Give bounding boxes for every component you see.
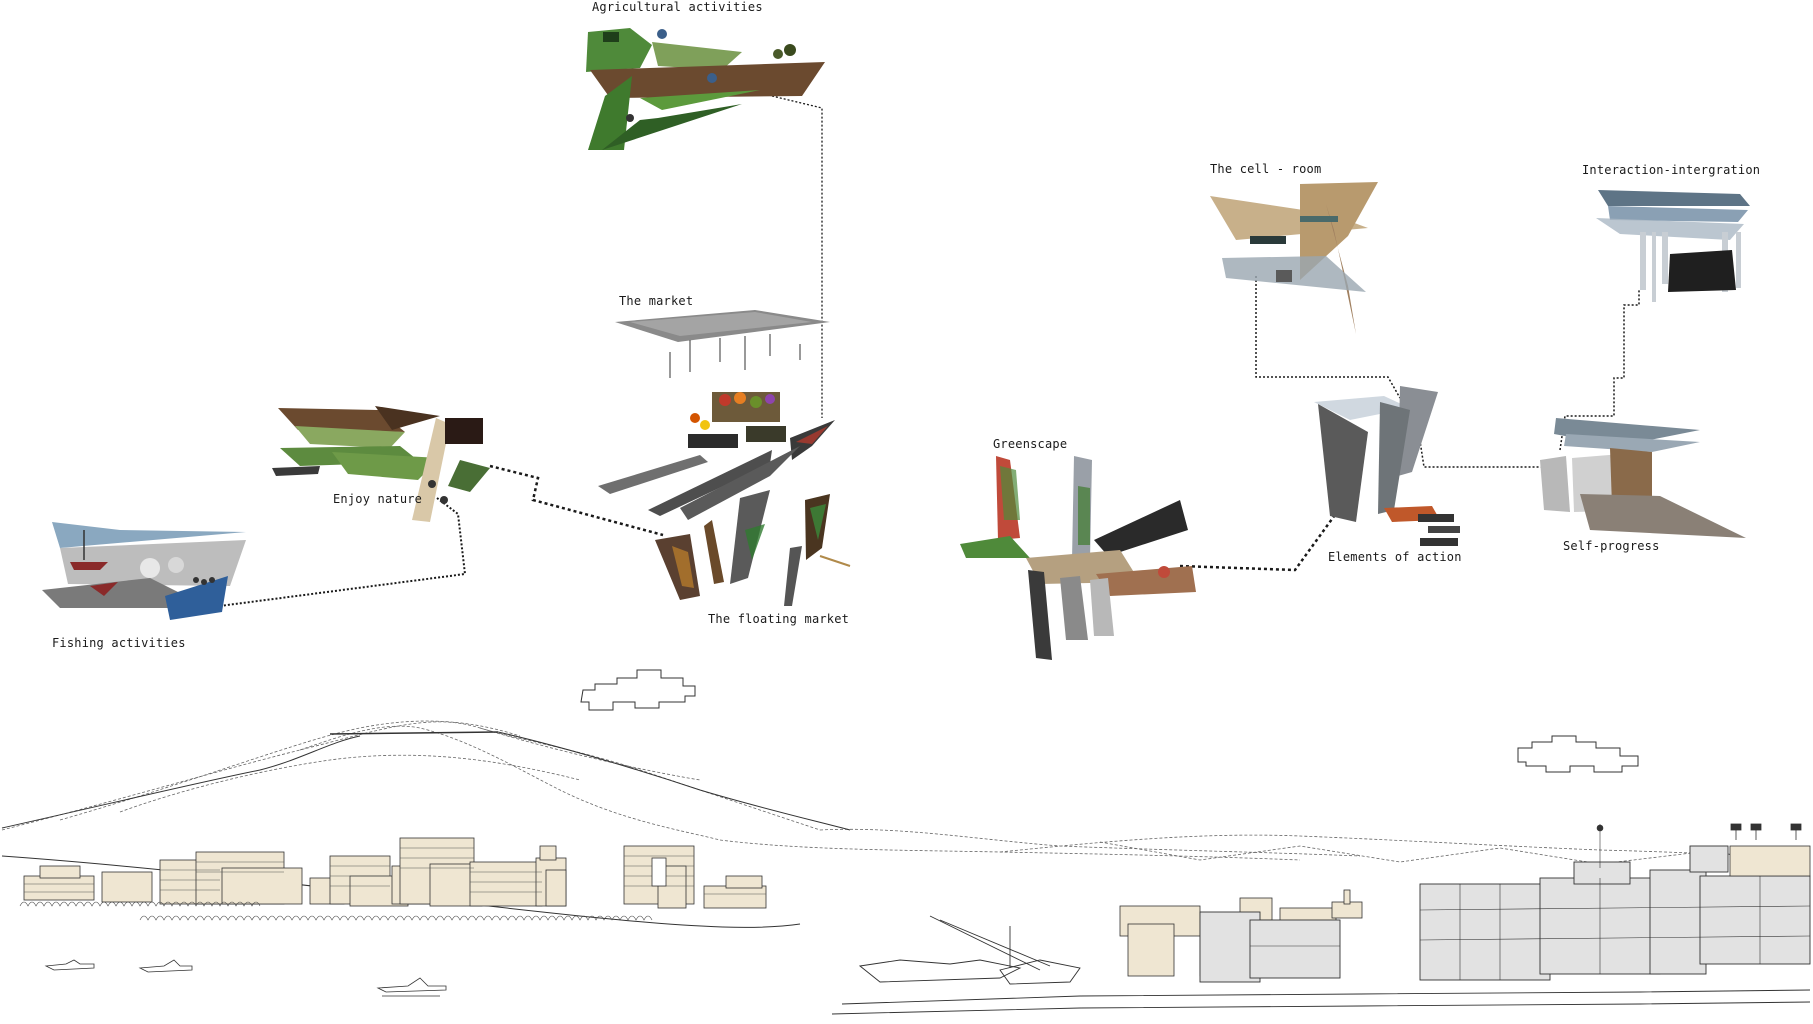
- town-left: [23, 837, 767, 909]
- label-market: The market: [619, 294, 693, 308]
- seaplanes: [44, 959, 447, 997]
- label-elements-of-action: Elements of action: [1328, 550, 1462, 564]
- town-left-tower-window: [651, 857, 667, 887]
- vignette-floating-market: [655, 420, 851, 606]
- connector-greenscape-elements: [1179, 507, 1342, 572]
- vignette-elements-of-action: [1314, 386, 1460, 546]
- cloud-left: [580, 669, 696, 711]
- vignette-enjoy-nature: [272, 406, 490, 522]
- label-enjoy-nature: Enjoy nature: [333, 492, 422, 506]
- town-left-trees: [19, 901, 653, 921]
- connector-paths: [211, 95, 1640, 608]
- vignette-cell-room: [1210, 182, 1378, 334]
- far-right-building: [1729, 823, 1811, 877]
- right-complex-details: [1250, 824, 1811, 980]
- vignette-greenscape: [960, 456, 1196, 660]
- harbour: [831, 915, 1811, 1015]
- label-greenscape: Greenscape: [993, 437, 1067, 451]
- connector-cell-elements: [1255, 276, 1401, 399]
- vignette-market: [598, 310, 830, 516]
- vignette-agricultural: [586, 28, 825, 150]
- connector-nature-floating: [489, 464, 664, 537]
- cloud-right: [1517, 735, 1639, 773]
- label-cell-room: The cell - room: [1210, 162, 1321, 176]
- vignette-self-progress: [1540, 418, 1746, 538]
- label-agricultural: Agricultural activities: [592, 0, 763, 14]
- connector-elements-self: [1417, 427, 1546, 468]
- connector-self-interaction: [1559, 290, 1640, 451]
- vignette-interaction: [1596, 190, 1750, 302]
- label-fishing: Fishing activities: [52, 636, 186, 650]
- vignette-fishing: [42, 522, 246, 620]
- connector-fishing-nature: [211, 497, 467, 608]
- label-self-progress: Self-progress: [1563, 539, 1660, 553]
- label-floating-market: The floating market: [708, 612, 849, 626]
- label-interaction: Interaction-intergration: [1582, 163, 1760, 177]
- connector-agri-floating: [771, 95, 823, 418]
- landscape-ridge: [1, 731, 851, 928]
